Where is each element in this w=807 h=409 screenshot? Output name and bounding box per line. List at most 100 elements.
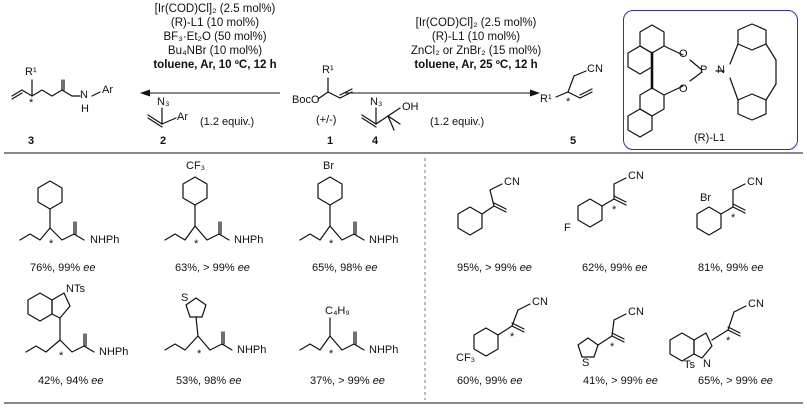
equiv-2: (1.2 equiv.) xyxy=(200,116,255,128)
cond-right-1: [Ir(COD)Cl]₂ (2.5 mol%) xyxy=(415,17,537,29)
star-l4: * xyxy=(59,350,64,362)
prod-r3-structure xyxy=(696,183,746,236)
n-r6: N xyxy=(703,358,711,370)
cond-right-4: toluene, Ar, 25 ºC, 12 h xyxy=(414,59,538,71)
prod-l2-structure xyxy=(164,176,230,241)
ligand-box xyxy=(623,10,798,150)
result-r3: 81%, 99% ee xyxy=(698,262,764,274)
prod-r1-structure xyxy=(457,183,507,236)
prod-r2-structure xyxy=(577,177,627,228)
star-r6: * xyxy=(726,335,731,347)
star-l5: * xyxy=(197,348,202,360)
result-l4: 42%, 94% ee xyxy=(38,375,104,387)
prod-r4-structure xyxy=(473,303,531,357)
result-r2: 62%, 99% ee xyxy=(582,262,648,274)
result-l6: 37%, > 99% ee xyxy=(310,375,385,387)
cn-r1: CN xyxy=(504,176,520,188)
atom-o-ligand-1: O xyxy=(679,48,688,60)
atom-n3-2: N₃ xyxy=(157,96,170,108)
cn-r5: CN xyxy=(628,306,644,318)
f-r2: F xyxy=(564,222,571,234)
prod-r5-structure xyxy=(577,313,627,358)
star-r5: * xyxy=(610,341,615,353)
stereo-star-5: * xyxy=(566,96,571,108)
stereo-star-3: * xyxy=(29,97,34,109)
br-l3: Br xyxy=(323,160,334,172)
atom-cn-5: CN xyxy=(587,63,603,75)
nhph-l1: NHPh xyxy=(90,234,120,246)
cond-left-1: [Ir(COD)Cl]₂ (2.5 mol%) xyxy=(154,3,276,15)
atom-p-ligand: P xyxy=(700,64,708,76)
cf3-r4: CF₃ xyxy=(456,352,476,364)
atom-n3-4: N₃ xyxy=(370,96,383,108)
cond-right-3: ZnCl₂ or ZnBr₂ (15 mol%) xyxy=(410,45,542,57)
cn-r4: CN xyxy=(532,296,548,308)
star-l3: * xyxy=(329,238,334,250)
nts-l4: NTs xyxy=(66,283,85,295)
prod-r6-structure xyxy=(669,305,747,362)
c4h9-l6: C₄H₉ xyxy=(325,305,350,317)
atom-n-ligand: N xyxy=(717,64,725,76)
atom-r1-1: R¹ xyxy=(322,64,334,76)
cn-r6: CN xyxy=(748,298,764,310)
ligand-structure xyxy=(627,23,777,138)
s-r5: S xyxy=(582,357,590,369)
result-r5: 41%, > 99% ee xyxy=(583,375,658,387)
racemic-1: (+/-) xyxy=(316,114,337,126)
star-l1: * xyxy=(49,238,54,250)
reagent-2-structure xyxy=(147,107,177,128)
result-l3: 65%, 98% ee xyxy=(312,262,378,274)
result-l5: 53%, 98% ee xyxy=(176,375,242,387)
cond-left-3: BF₃·Et₂O (50 mol%) xyxy=(163,31,267,43)
br-r3: Br xyxy=(700,192,711,204)
product-3-structure xyxy=(11,79,101,100)
s-l5: S xyxy=(181,292,189,304)
label-product-5: 5 xyxy=(570,135,577,147)
nhph-l6: NHPh xyxy=(369,344,399,356)
nhph-l3: NHPh xyxy=(369,234,399,246)
prod-l3-structure xyxy=(299,176,365,241)
atom-n-3: N xyxy=(80,89,88,101)
prod-l6-structure xyxy=(299,317,365,351)
nhph-l4: NHPh xyxy=(99,346,129,358)
star-r3: * xyxy=(731,212,736,224)
result-l2: 63%, > 99% ee xyxy=(175,262,250,274)
label-product-3: 3 xyxy=(28,135,35,147)
result-r4: 60%, 99% ee xyxy=(457,375,523,387)
result-r6: 65%, > 99% ee xyxy=(698,375,773,387)
nhph-l2: NHPh xyxy=(234,234,264,246)
label-substrate-1: 1 xyxy=(327,135,334,147)
star-l6: * xyxy=(329,348,334,360)
equiv-4: (1.2 equiv.) xyxy=(430,116,485,128)
star-l2: * xyxy=(194,238,199,250)
substrate-1-structure xyxy=(317,77,353,100)
prod-l5-structure xyxy=(164,297,233,351)
cf3-l2: CF₃ xyxy=(186,160,206,172)
cond-left-5: toluene, Ar, 10 ºC, 12 h xyxy=(153,59,277,71)
prod-l4-structure xyxy=(25,292,95,353)
ts-r6: Ts xyxy=(684,359,695,371)
label-reagent-2: 2 xyxy=(160,135,167,147)
product-5-structure xyxy=(555,70,593,99)
cond-left-4: Bu₄NBr (10 mol%) xyxy=(167,45,263,57)
ligand-label: (R)-L1 xyxy=(694,132,726,144)
cond-left-2: (R)-L1 (10 mol%) xyxy=(170,17,260,29)
cn-r2: CN xyxy=(628,170,644,182)
star-r4: * xyxy=(510,331,515,343)
atom-r1-5: R¹ xyxy=(540,93,552,105)
atom-r1-3: R¹ xyxy=(25,66,37,78)
nhph-l5: NHPh xyxy=(237,344,267,356)
atom-o-ligand-2: O xyxy=(679,83,688,95)
star-r2: * xyxy=(612,204,617,216)
result-l1: 76%, 99% ee xyxy=(30,262,96,274)
atom-ar-2: Ar xyxy=(177,111,188,123)
reagent-4-structure xyxy=(361,107,401,131)
conditions-right: [Ir(COD)Cl]₂ (2.5 mol%) (R)-L1 (10 mol%)… xyxy=(386,16,566,72)
atom-h-3: H xyxy=(81,103,89,115)
atom-boco-1: BocO xyxy=(292,94,320,106)
atom-ar-3: Ar xyxy=(102,84,113,96)
label-reagent-4: 4 xyxy=(372,135,379,147)
arrow-right xyxy=(345,89,540,97)
prod-l1-structure xyxy=(19,180,85,241)
